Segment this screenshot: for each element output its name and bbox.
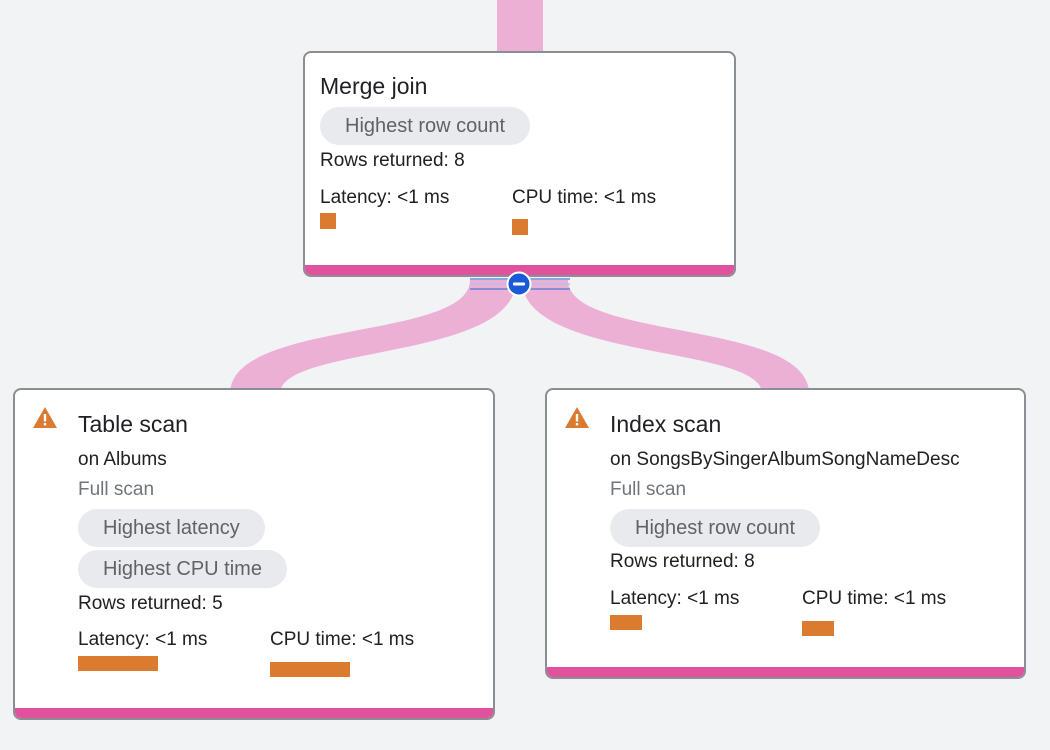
collapse-minus-icon[interactable] [506,271,532,297]
scan-type: Full scan [610,479,687,500]
node-title: Table scan [78,411,188,437]
rows-returned: Rows returned: 8 [610,551,755,572]
node-body: Merge join Highest row count Rows return… [305,53,734,265]
flow-top-input [497,0,543,54]
node-subtitle: on SongsBySingerAlbumSongNameDesc [610,449,960,470]
highest-row-count-badge: Highest row count [610,509,821,547]
scan-type: Full scan [78,479,155,500]
cpu-time-label: CPU time: <1 ms [270,629,415,650]
node-accent-bar [547,667,1024,677]
latency-label: Latency: <1 ms [320,187,450,208]
highest-row-count-badge: Highest row count [320,107,531,145]
cpu-time-bar [270,662,350,677]
node-body: Index scan on SongsBySingerAlbumSongName… [547,390,1024,667]
latency-bar [78,656,158,671]
latency-label: Latency: <1 ms [78,629,208,650]
node-body: Table scan on Albums Full scan Highest l… [15,390,493,708]
cpu-time-bar [512,219,528,235]
node-title: Index scan [610,411,722,437]
flow-right-branch [522,280,809,392]
node-accent-bar [305,265,734,275]
latency-bar [320,213,336,229]
flow-left-branch [230,280,516,392]
latency-bar [610,615,642,630]
latency-label: Latency: <1 ms [610,588,740,609]
rows-returned: Rows returned: 5 [78,593,223,614]
warning-triangle-icon [565,407,589,428]
node-title: Merge join [320,73,428,99]
node-table-scan[interactable]: Table scan on Albums Full scan Highest l… [13,388,495,720]
cpu-time-label: CPU time: <1 ms [512,187,657,208]
highest-cpu-time-badge: Highest CPU time [78,550,287,588]
node-merge-join[interactable]: Merge join Highest row count Rows return… [303,51,736,277]
highest-latency-badge: Highest latency [78,509,265,547]
node-index-scan[interactable]: Index scan on SongsBySingerAlbumSongName… [545,388,1026,679]
cpu-time-label: CPU time: <1 ms [802,588,947,609]
rows-returned: Rows returned: 8 [320,150,465,171]
node-accent-bar [15,708,493,718]
warning-triangle-icon [33,407,57,428]
node-subtitle: on Albums [78,449,167,470]
cpu-time-bar [802,621,834,636]
